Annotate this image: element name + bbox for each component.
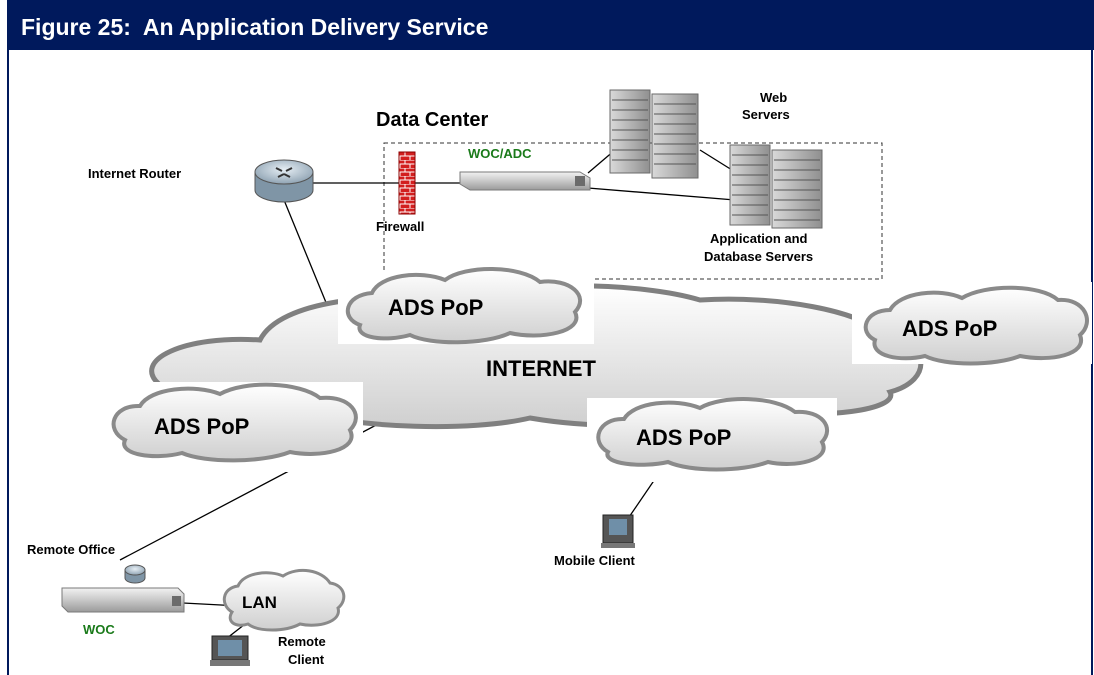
woc-adc-label: WOC/ADC — [468, 146, 532, 161]
data-center-label: Data Center — [376, 109, 488, 131]
application-database-servers-icon — [729, 144, 823, 229]
remote-client-icon — [210, 635, 250, 666]
remote-client-label-line2: Client — [288, 652, 325, 667]
remote-client-label-line1: Remote — [278, 634, 326, 649]
ads-pop-label-1: ADS PoP — [388, 295, 483, 320]
remote-woc-appliance — [61, 587, 185, 613]
ads-pop-cloud-1 — [345, 267, 583, 345]
firewall-label: Firewall — [376, 219, 424, 234]
remote-office-label: Remote Office — [27, 542, 115, 557]
woc-adc-appliance — [459, 171, 591, 191]
web-servers-label-line1: Web — [760, 90, 787, 105]
remote-office-router-icon — [124, 564, 146, 584]
lan-label: LAN — [242, 593, 277, 612]
link-woc-appservers — [587, 187, 736, 201]
ads-pop-cloud-2 — [863, 285, 1089, 366]
woc-label: WOC — [83, 622, 115, 637]
ads-pop-label-4: ADS PoP — [636, 425, 731, 450]
internet-router-icon — [254, 159, 314, 203]
firewall-icon — [398, 151, 416, 215]
ads-pop-label-3: ADS PoP — [154, 414, 249, 439]
link-webservers-appservers — [699, 149, 733, 171]
web-servers-label-line2: Servers — [742, 107, 790, 122]
internet-router-label: Internet Router — [88, 166, 181, 181]
figure-title-banner: Figure 25: An Application Delivery Servi… — [7, 0, 1094, 50]
figure-title: Figure 25: An Application Delivery Servi… — [21, 14, 489, 40]
frame-left-border — [7, 50, 9, 675]
internet-label: INTERNET — [486, 356, 597, 381]
ads-pop-label-2: ADS PoP — [902, 316, 997, 341]
app-db-servers-label-line2: Database Servers — [704, 249, 813, 264]
lan-cloud — [222, 568, 346, 632]
mobile-client-label: Mobile Client — [554, 553, 636, 568]
ads-pop-cloud-3 — [111, 382, 358, 463]
mobile-client-icon — [601, 514, 635, 548]
web-servers-icon — [609, 89, 699, 179]
app-db-servers-label-line1: Application and — [710, 231, 808, 246]
ads-pop-cloud-4 — [596, 397, 829, 472]
